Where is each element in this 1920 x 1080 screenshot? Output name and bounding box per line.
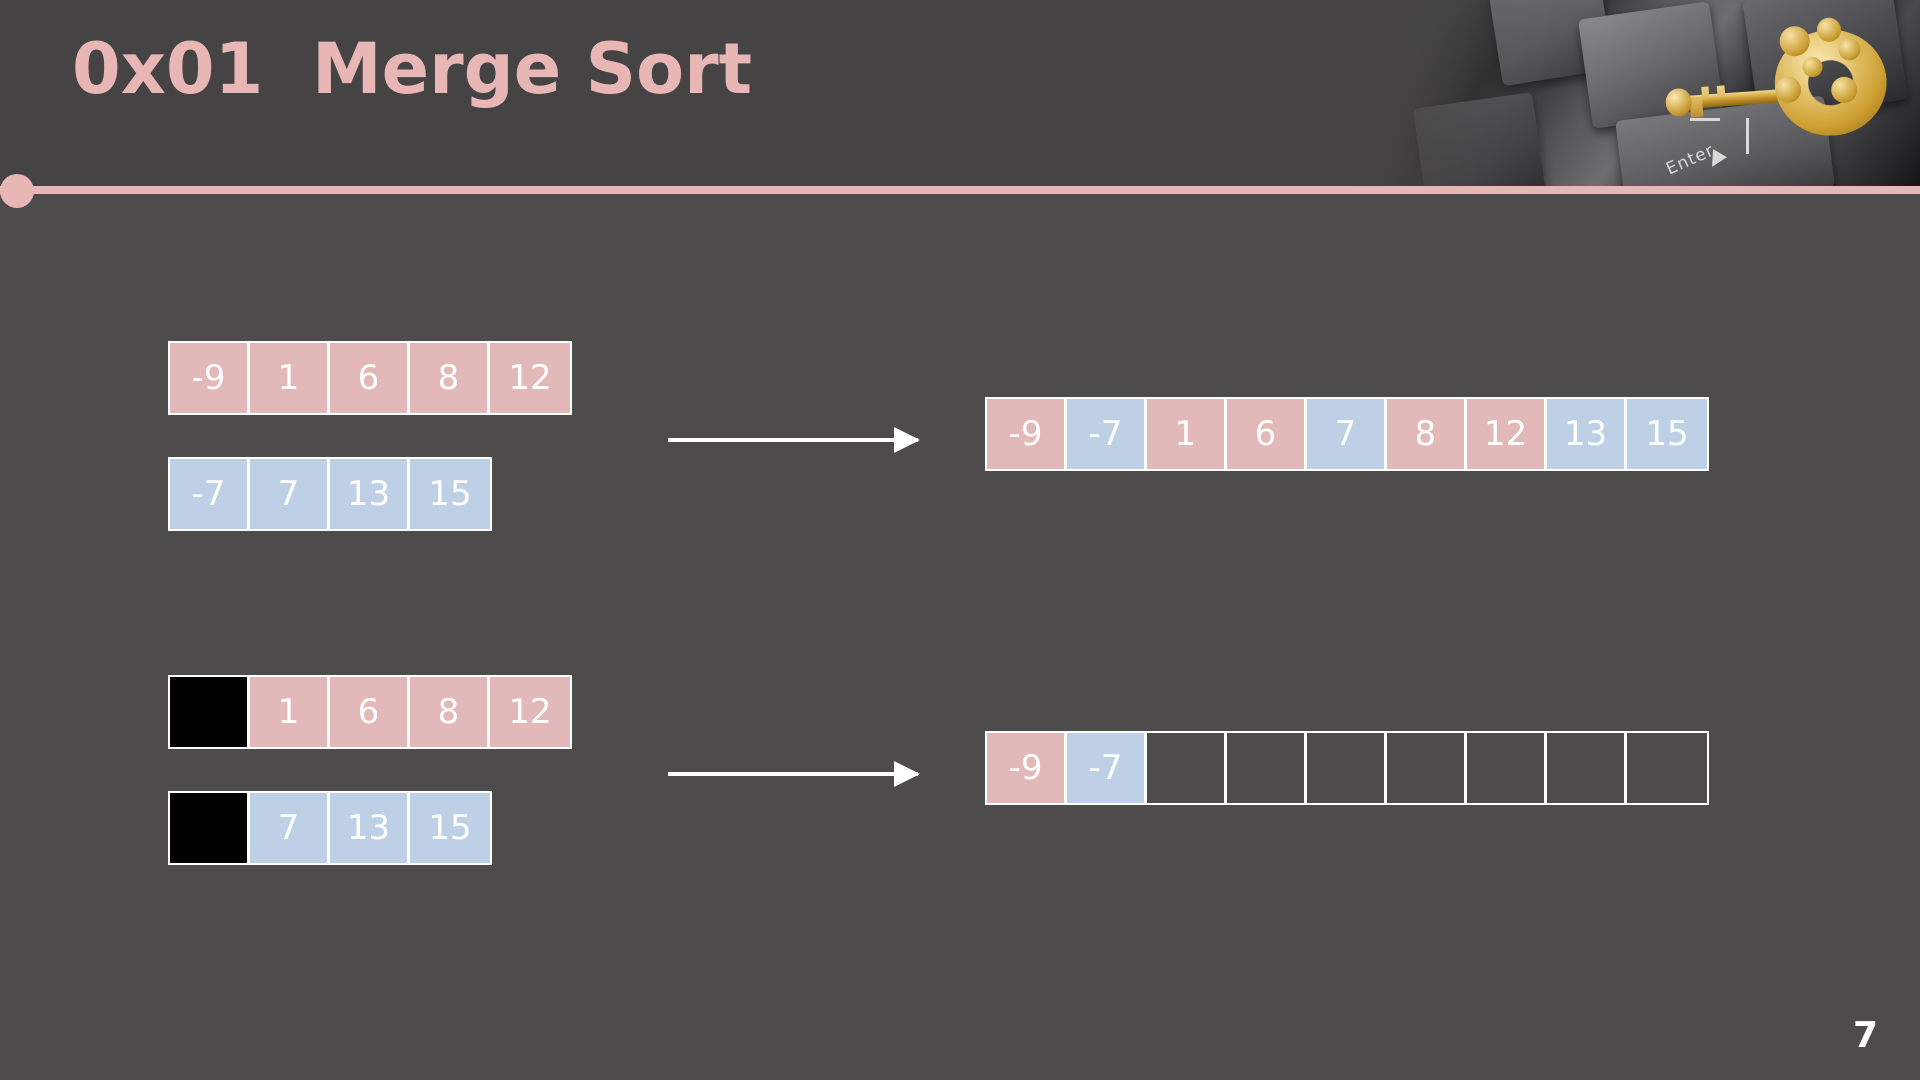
- array-cell: 6: [330, 343, 410, 413]
- header-divider: [0, 186, 1920, 194]
- merge-arrow-bottom-icon: [668, 761, 920, 787]
- page-title: 0x01 Merge Sort: [72, 28, 753, 110]
- keyboard-golden-key-image: Enter: [1320, 0, 1920, 192]
- array-cell: 7: [250, 459, 330, 529]
- array-cell: -9: [170, 343, 250, 413]
- array-cell: 1: [250, 343, 330, 413]
- array-cell: [1627, 733, 1707, 803]
- array-cell: 15: [410, 459, 490, 529]
- array-cell: 13: [330, 793, 410, 863]
- array-cell: [1387, 733, 1467, 803]
- array-cell: 8: [410, 343, 490, 413]
- array-cell: 6: [330, 677, 410, 747]
- array-cell: 7: [1307, 399, 1387, 469]
- array-cell: [1547, 733, 1627, 803]
- array-cell: 8: [1387, 399, 1467, 469]
- array-cell: 15: [410, 793, 490, 863]
- timeline-dot-icon: [0, 174, 34, 208]
- array-cell: 7: [250, 793, 330, 863]
- array-cell: -7: [170, 459, 250, 529]
- array-cell: 15: [1627, 399, 1707, 469]
- page-number: 7: [1852, 1015, 1878, 1056]
- array-cell: -7: [1067, 733, 1147, 803]
- array-cell: 13: [1547, 399, 1627, 469]
- array-cell: [170, 677, 250, 747]
- array-cell: 13: [330, 459, 410, 529]
- array-cell: [1467, 733, 1547, 803]
- merge-arrow-top-icon: [668, 427, 920, 453]
- array-cell: -7: [1067, 399, 1147, 469]
- array-cell: 12: [490, 677, 570, 747]
- array-cell: 12: [490, 343, 570, 413]
- array-cell: -9: [987, 399, 1067, 469]
- array-cell: 6: [1227, 399, 1307, 469]
- array-cell: [1227, 733, 1307, 803]
- header-band: Enter: [0, 0, 1920, 192]
- array-cell: -9: [987, 733, 1067, 803]
- array-cell: [170, 793, 250, 863]
- array-merged-result-partial: -9-7: [985, 731, 1709, 805]
- image-fade-mask: [1320, 0, 1920, 192]
- array-cell: 12: [1467, 399, 1547, 469]
- array-cell: 1: [250, 677, 330, 747]
- array-cell: [1147, 733, 1227, 803]
- array-cell: 8: [410, 677, 490, 747]
- array-cell: [1307, 733, 1387, 803]
- array-cell: 1: [1147, 399, 1227, 469]
